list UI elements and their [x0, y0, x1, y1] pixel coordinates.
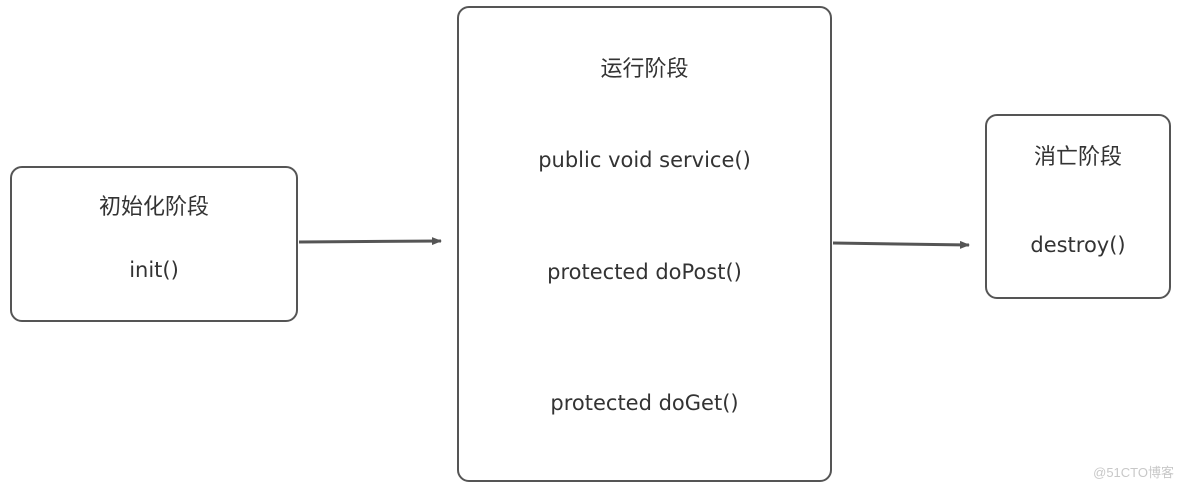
doget-method-label: protected doGet()	[550, 391, 739, 415]
init-stage-box: 初始化阶段 init()	[10, 166, 298, 322]
destroy-stage-title: 消亡阶段	[1033, 145, 1122, 170]
init-stage-title: 初始化阶段	[98, 195, 209, 220]
arrow-run-to-destroy	[832, 240, 970, 249]
run-stage-box: 运行阶段 public void service() protected doP…	[457, 6, 832, 482]
destroy-method-label: destroy()	[1030, 233, 1126, 257]
dopost-method-label: protected doPost()	[547, 260, 742, 284]
arrow-init-to-run	[298, 237, 442, 246]
init-method-label: init()	[129, 258, 179, 282]
watermark: @51CTO博客	[1093, 465, 1174, 480]
destroy-stage-box: 消亡阶段 destroy()	[985, 114, 1171, 299]
service-method-label: public void service()	[538, 148, 751, 172]
run-stage-title: 运行阶段	[600, 57, 689, 82]
